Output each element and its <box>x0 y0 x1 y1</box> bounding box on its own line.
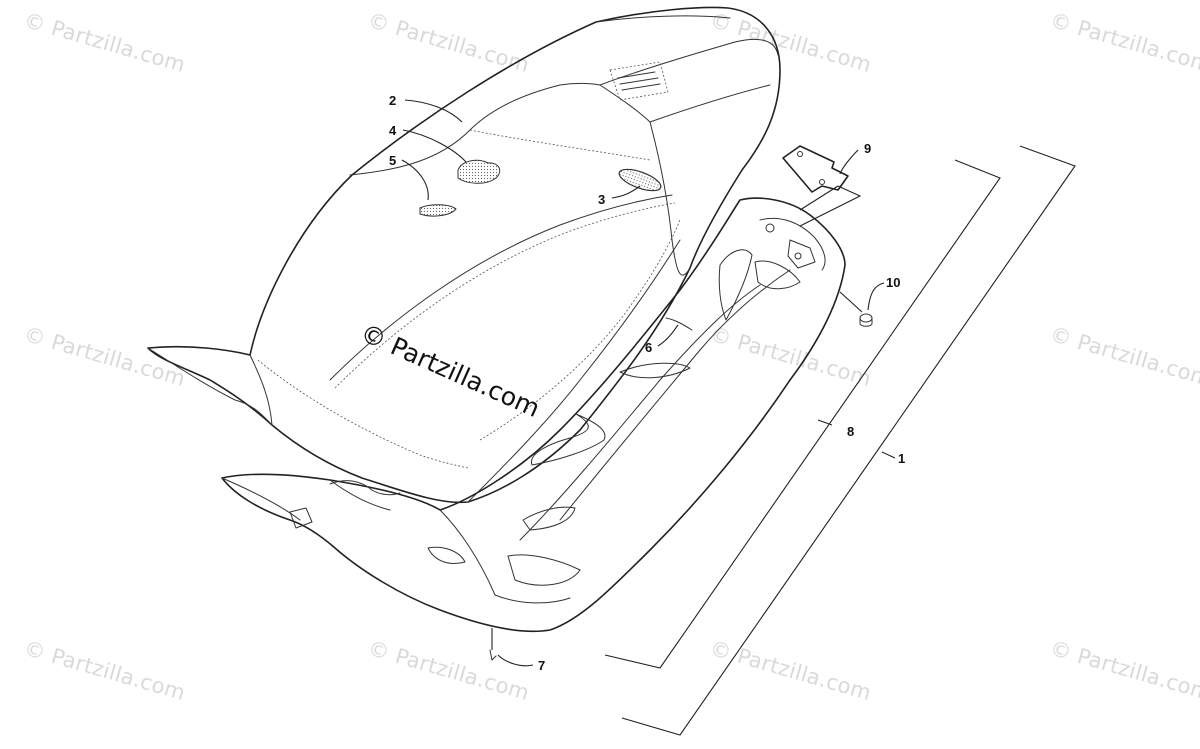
bracket-1 <box>621 145 1076 736</box>
callout-1: 1 <box>898 451 905 466</box>
fastener <box>859 313 873 327</box>
callout-10: 10 <box>886 275 900 290</box>
bracket-8 <box>604 159 1001 669</box>
clip-7 <box>489 649 497 661</box>
callout-2: 2 <box>389 93 396 108</box>
pad-5 <box>419 204 457 217</box>
callout-6: 6 <box>645 340 652 355</box>
latch-bracket <box>782 145 849 193</box>
callout-3: 3 <box>598 192 605 207</box>
seat-cover <box>147 6 781 504</box>
callout-5: 5 <box>389 153 396 168</box>
clip-6 <box>665 317 693 331</box>
pad-4 <box>457 159 501 184</box>
pad-3-fill <box>618 168 662 192</box>
callout-9: 9 <box>864 141 871 156</box>
callout-4: 4 <box>389 123 397 138</box>
callout-8: 8 <box>847 424 854 439</box>
seat-base <box>221 197 846 633</box>
callout-7: 7 <box>538 658 545 673</box>
